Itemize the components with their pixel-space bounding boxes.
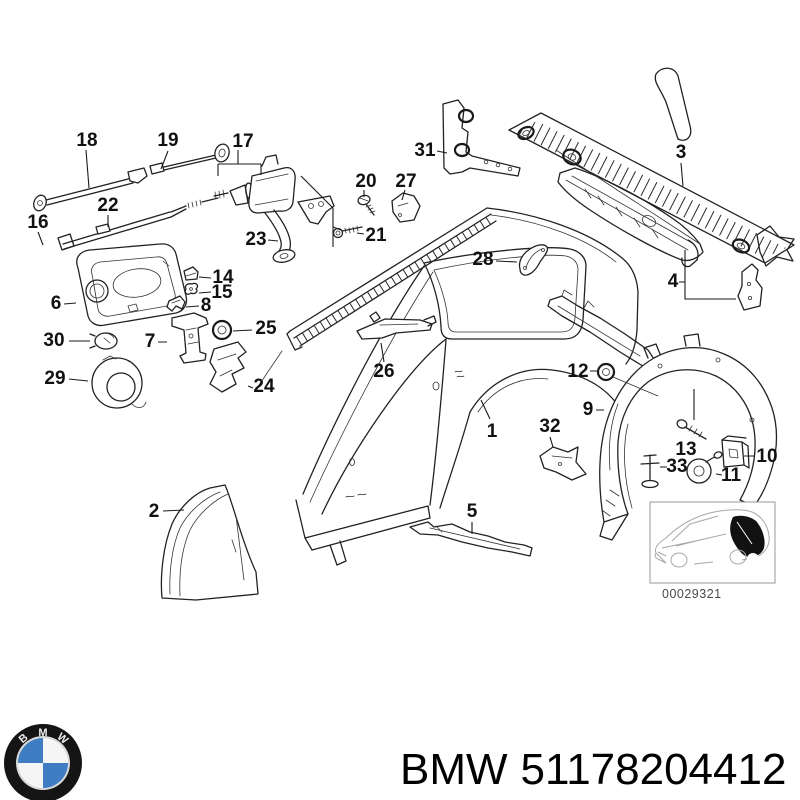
callout-3: 3	[676, 142, 687, 163]
callout-10: 10	[756, 446, 777, 467]
callout-5: 5	[467, 501, 478, 522]
callout-14: 14	[212, 267, 234, 288]
callout-19: 19	[157, 130, 178, 151]
callout-31: 31	[414, 140, 436, 161]
part-drawing-gusset-27	[391, 192, 421, 223]
callout-8: 8	[201, 295, 212, 316]
callout-27: 27	[395, 171, 416, 192]
part-drawing-pillar-trim	[160, 484, 259, 601]
callout-33: 33	[666, 456, 687, 477]
part-drawing-rear-shelf-strip	[508, 112, 795, 267]
part-drawing-release-rod	[33, 143, 230, 212]
callout-20: 20	[355, 171, 376, 192]
logo-letter-m: M	[38, 727, 47, 739]
callout-11: 11	[721, 465, 742, 486]
callout-2: 2	[149, 501, 160, 522]
callout-7: 7	[145, 331, 156, 352]
callout-21: 21	[365, 225, 387, 246]
part-drawing-flap-32	[539, 446, 587, 481]
callout-13: 13	[675, 439, 696, 460]
part-drawing-tail-panel	[555, 67, 763, 311]
part-drawing-clipnut-10	[721, 435, 750, 469]
footer: B M W BMW 51178204412	[4, 724, 786, 800]
part-drawing-inner-sail-panel	[547, 289, 657, 369]
callout-18: 18	[76, 130, 97, 151]
callout-23: 23	[245, 229, 266, 250]
callout-32: 32	[539, 416, 560, 437]
callout-22: 22	[97, 195, 118, 216]
part-drawing-bracket-24	[209, 341, 283, 393]
callout-24: 24	[253, 376, 275, 397]
callout-12: 12	[567, 361, 588, 382]
part-drawing-side-frame	[286, 207, 639, 566]
callout-9: 9	[583, 399, 594, 420]
inset-code: 00029321	[662, 587, 722, 601]
callout-26: 26	[373, 361, 394, 382]
part-drawing-screw-20	[357, 194, 376, 216]
part-drawing-bracket-8	[166, 295, 186, 312]
part-drawing-bracket-7	[171, 312, 209, 364]
bmw-logo: B M W	[4, 724, 82, 800]
part-drawing-bowden-cable	[57, 197, 219, 251]
part-drawing-lock-actuator	[213, 154, 296, 214]
part-drawing-bolt-13	[676, 419, 707, 440]
logo-quadrants	[18, 738, 68, 788]
part-drawing-clip-28	[518, 244, 549, 276]
brand-name: BMW	[400, 745, 508, 794]
part-drawing-clip-15	[184, 282, 199, 295]
callout-29: 29	[44, 368, 65, 389]
callout-6: 6	[51, 293, 62, 314]
callout-17: 17	[232, 131, 253, 152]
part-drawing-actuator-bracket	[264, 195, 335, 263]
part-drawing-grommet-29	[91, 355, 147, 409]
part-drawing-washer-11	[686, 451, 723, 484]
part-drawing-clip-14	[183, 266, 199, 281]
location-inset: 00029321	[649, 501, 776, 601]
part-number: 51178204412	[521, 745, 787, 794]
car-thumbnail	[654, 509, 770, 568]
callout-30: 30	[43, 330, 64, 351]
callout-16: 16	[27, 212, 48, 233]
part-drawing-sill-strip	[409, 521, 533, 557]
part-drawing-rivet-33	[640, 454, 660, 489]
part-drawing-grommet-12	[596, 362, 659, 397]
part-drawing-screw-21	[332, 225, 363, 239]
callout-4: 4	[668, 271, 679, 292]
callout-1: 1	[487, 421, 498, 442]
part-drawing-grommet-25	[211, 319, 233, 341]
callout-numbers: 1 2 3 4 5 6 7 8 9 10 11 12 13 14 15 16 1…	[27, 130, 777, 522]
part-drawing-plug-30	[89, 332, 118, 350]
callout-28: 28	[472, 249, 493, 270]
part-drawing-filler-pocket	[76, 243, 188, 327]
part-drawing-bracket-26	[356, 311, 437, 340]
part-number-line: BMW 51178204412	[400, 745, 786, 794]
callout-leader-lines	[37, 149, 755, 534]
callout-15: 15	[211, 282, 233, 303]
part-drawing-pillar-bracket	[442, 99, 521, 177]
callout-25: 25	[255, 318, 277, 339]
